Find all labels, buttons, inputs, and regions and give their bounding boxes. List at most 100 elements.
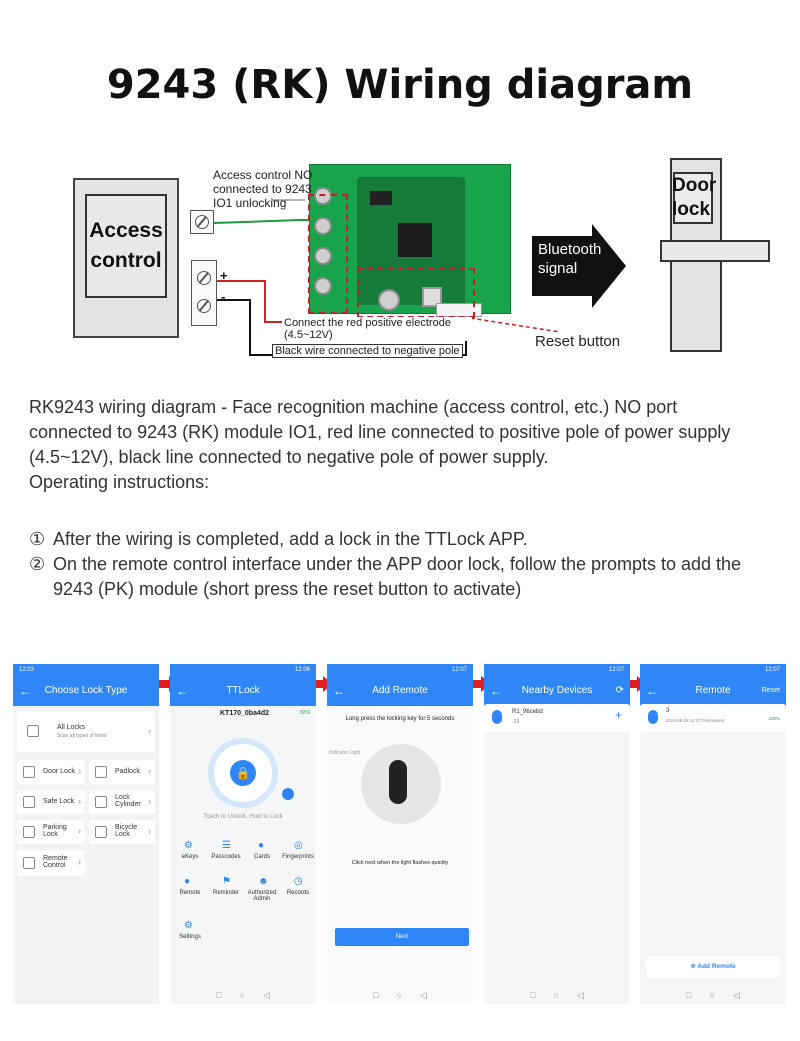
screen-title: Remote bbox=[695, 685, 731, 696]
description-line: RK9243 wiring diagram - Face recognition… bbox=[29, 397, 678, 417]
lock-icon bbox=[27, 725, 39, 737]
fingerprints-label: Fingerprints bbox=[282, 854, 314, 860]
lock-type-parking[interactable]: Parking Lock › bbox=[17, 820, 85, 844]
nav-back-icon[interactable]: ◁ bbox=[262, 990, 270, 1000]
pcb-module bbox=[309, 164, 511, 317]
lock-type-label: Safe Lock bbox=[43, 798, 75, 805]
add-remote-button[interactable]: ⊕ Add Remote bbox=[646, 956, 780, 978]
parking-icon bbox=[23, 826, 35, 838]
nav-back-icon[interactable]: ◁ bbox=[732, 990, 740, 1000]
lock-type-door[interactable]: Door Lock › bbox=[17, 760, 85, 784]
remote-label: Remote bbox=[179, 890, 201, 896]
reset-link[interactable]: Reset bbox=[761, 687, 780, 694]
step-number: ① bbox=[29, 529, 46, 549]
nav-square-icon[interactable]: □ bbox=[216, 990, 222, 1000]
screen-title: Add Remote bbox=[372, 685, 428, 696]
remote-entry-row[interactable]: 3 2024.08.18 12:07 Permanent 100% bbox=[640, 704, 786, 732]
app-bar: ← Remote Reset bbox=[640, 676, 786, 706]
access-control-label: Access control bbox=[85, 194, 167, 298]
description: RK9243 wiring diagram - Face recognition… bbox=[29, 395, 774, 495]
all-locks-card[interactable]: All Locks Scan all types of locks › bbox=[17, 712, 155, 752]
screw-icon bbox=[197, 299, 211, 313]
io-highlight bbox=[308, 194, 348, 314]
bluetooth-label-line-1: Bluetooth bbox=[538, 241, 602, 258]
step-1: ① After the wiring is completed, add a l… bbox=[29, 527, 774, 552]
remote-fob-icon bbox=[389, 760, 407, 804]
no-label-3: IO1 unlocking bbox=[213, 196, 287, 210]
chevron-right-icon: › bbox=[148, 826, 151, 836]
nav-home-icon[interactable]: ○ bbox=[709, 990, 715, 1000]
ekeys-icon[interactable]: ⚙ bbox=[184, 840, 193, 851]
lock-type-padlock[interactable]: Padlock › bbox=[89, 760, 155, 784]
back-arrow-icon[interactable]: ← bbox=[646, 684, 658, 698]
lock-type-safe[interactable]: Safe Lock › bbox=[17, 790, 85, 814]
chevron-right-icon: › bbox=[78, 857, 81, 867]
nav-square-icon[interactable]: □ bbox=[530, 990, 536, 1000]
settings-label: Settings bbox=[179, 934, 201, 940]
nav-back-icon[interactable]: ◁ bbox=[576, 990, 584, 1000]
padlock-icon bbox=[95, 766, 107, 778]
nav-home-icon[interactable]: ○ bbox=[553, 990, 559, 1000]
status-bar: 12:07 bbox=[484, 664, 630, 676]
entry-name: 3 bbox=[666, 708, 670, 714]
nav-back-icon[interactable]: ◁ bbox=[419, 990, 427, 1000]
lock-type-remote[interactable]: Remote Control › bbox=[17, 850, 85, 876]
admin-icon[interactable]: ☻ bbox=[258, 876, 269, 887]
unlock-dial[interactable]: 🔒 bbox=[208, 738, 278, 808]
instruction: Long press the locking key for 5 seconds bbox=[345, 716, 455, 722]
reset-button-part bbox=[422, 287, 442, 307]
solder-pad bbox=[314, 247, 332, 265]
power-highlight bbox=[357, 268, 475, 318]
back-arrow-icon[interactable]: ← bbox=[333, 684, 345, 698]
indicator-label: Indicator Light bbox=[329, 750, 361, 756]
add-device-plus-icon[interactable]: + bbox=[614, 708, 622, 722]
nav-bar: □ ○ ◁ bbox=[484, 986, 630, 1004]
phone-choose-lock-type: 12:03 ← Choose Lock Type All Locks Scan … bbox=[13, 664, 159, 1004]
cards-icon[interactable]: ● bbox=[258, 840, 265, 851]
lock-type-bicycle[interactable]: Bicycle Lock › bbox=[89, 820, 155, 844]
solder-pad bbox=[314, 217, 332, 235]
nav-home-icon[interactable]: ○ bbox=[396, 990, 402, 1000]
fingerprint-icon[interactable]: ◎ bbox=[294, 840, 303, 851]
device-remote-icon bbox=[492, 710, 502, 724]
reminder-icon[interactable]: ⚑ bbox=[222, 876, 231, 887]
next-button[interactable]: Next bbox=[335, 928, 469, 946]
bluetooth-arrow bbox=[532, 224, 626, 308]
app-bar: ← Nearby Devices ⟳ bbox=[484, 676, 630, 706]
status-bar: 12:06 bbox=[170, 664, 316, 676]
nav-square-icon[interactable]: □ bbox=[686, 990, 692, 1000]
remote-illustration bbox=[361, 744, 441, 824]
device-row[interactable]: R1_96cebd -29 + bbox=[484, 704, 630, 732]
safe-icon bbox=[23, 796, 35, 808]
no-terminal bbox=[190, 210, 214, 234]
nav-square-icon[interactable]: □ bbox=[373, 990, 379, 1000]
refresh-icon[interactable]: ⟳ bbox=[615, 685, 624, 696]
status-bar: 12:03 bbox=[13, 664, 159, 676]
status-bar: 12:07 bbox=[327, 664, 473, 676]
settings-icon[interactable]: ⚙ bbox=[184, 920, 193, 931]
screen-title: Nearby Devices bbox=[521, 685, 593, 696]
back-arrow-icon[interactable]: ← bbox=[19, 684, 31, 698]
back-arrow-icon[interactable]: ← bbox=[490, 684, 502, 698]
lock-type-cylinder[interactable]: Lock Cylinder › bbox=[89, 790, 155, 814]
passcodes-icon[interactable]: ☰ bbox=[222, 840, 231, 851]
nav-home-icon[interactable]: ○ bbox=[239, 990, 245, 1000]
records-icon[interactable]: ◷ bbox=[294, 876, 303, 887]
back-arrow-icon[interactable]: ← bbox=[176, 684, 188, 698]
lock-type-label: Lock Cylinder bbox=[115, 794, 141, 808]
device-name: R1_96cebd bbox=[512, 709, 543, 715]
nav-bar: □ ○ ◁ bbox=[170, 986, 316, 1004]
chevron-right-icon: › bbox=[78, 766, 81, 776]
records-label: Records bbox=[286, 890, 310, 896]
screw-icon bbox=[197, 271, 211, 285]
screen-title: TTLock bbox=[226, 685, 260, 696]
door-lock-label: Door lock bbox=[672, 175, 717, 220]
page-title: 9243 (RK) Wiring diagram bbox=[106, 62, 694, 108]
step-text: After the wiring is completed, add a loc… bbox=[53, 529, 528, 549]
settings-dot-icon[interactable] bbox=[282, 788, 294, 800]
chip bbox=[398, 223, 432, 257]
plus-circle-icon: ⊕ bbox=[690, 963, 696, 970]
solder-pad bbox=[314, 277, 332, 295]
battery-level: 92% bbox=[299, 710, 310, 716]
remote-icon[interactable]: ● bbox=[184, 876, 191, 887]
